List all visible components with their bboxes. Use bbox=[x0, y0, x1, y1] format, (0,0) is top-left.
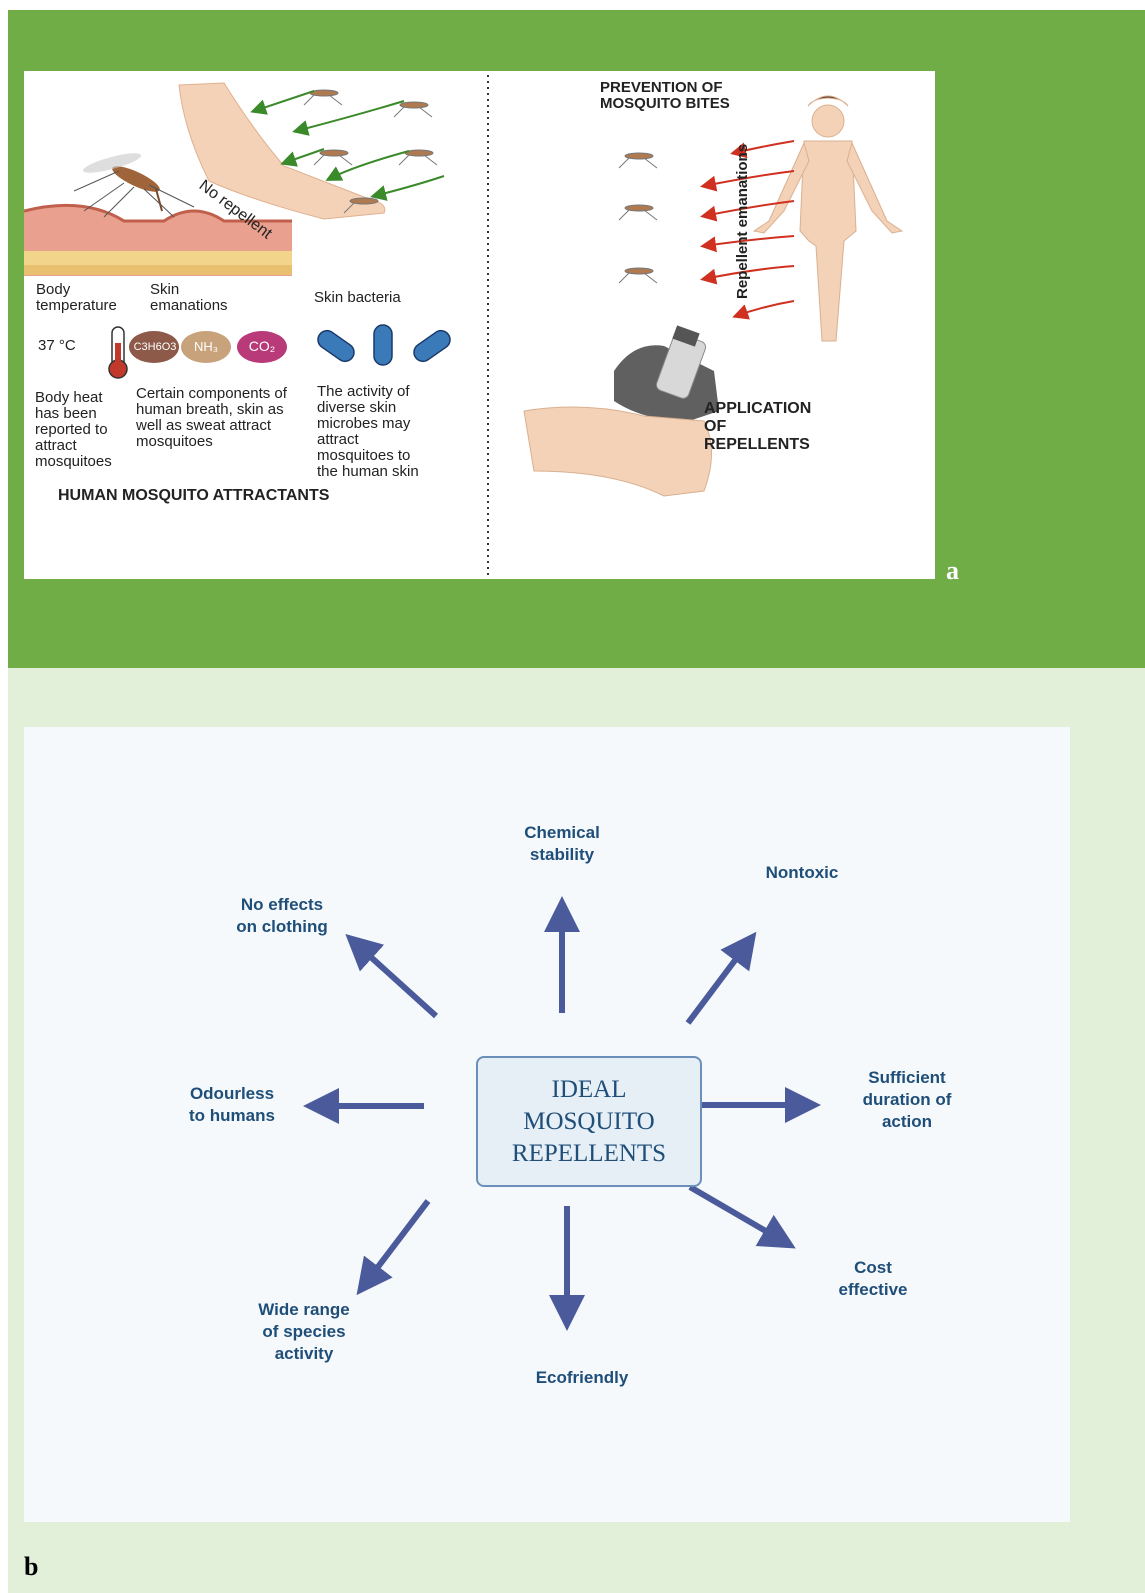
figure-a-attractants-repellents: No repellent Body temperature Skin emana… bbox=[24, 71, 935, 579]
property-no-effects-clothing: No effects on clothing bbox=[236, 895, 328, 936]
body-heat-description: Body heat has been reported to attract m… bbox=[35, 389, 112, 470]
skin-cross-section-illustration bbox=[24, 203, 292, 276]
property-cost-effective: Cost effective bbox=[838, 1258, 908, 1299]
panel-label-b: b bbox=[24, 1552, 39, 1581]
figure-b-ideal-repellents-diagram: IDEAL MOSQUITO REPELLENTS Chemical stabi… bbox=[24, 727, 1070, 1522]
human-attractants-title: HUMAN MOSQUITO ATTRACTANTS bbox=[58, 487, 330, 504]
green-attraction-arrows bbox=[250, 90, 445, 201]
arrow-to-no-effects-clothing bbox=[345, 933, 439, 1019]
property-sufficient-duration: Sufficient duration of action bbox=[862, 1068, 952, 1131]
prevention-title: PREVENTION OF MOSQUITO BITES bbox=[600, 79, 730, 112]
chemical-oval-co2 bbox=[237, 331, 287, 363]
bacteria-icons bbox=[317, 324, 451, 366]
arrow-to-cost-effective bbox=[688, 1184, 796, 1249]
skin-emanations-label: Skin emanations bbox=[150, 281, 228, 314]
chem-c3h6o3-label: C3H6O3 bbox=[133, 341, 177, 353]
panel-label-a: a bbox=[946, 556, 959, 585]
property-nontoxic: Nontoxic bbox=[765, 863, 839, 882]
body-temperature-label: Body temperature bbox=[36, 281, 117, 314]
glove-and-bottle-illustration bbox=[614, 325, 719, 421]
chem-nh3-label: NH₃ bbox=[193, 339, 219, 354]
arrow-to-wide-range bbox=[356, 1199, 431, 1296]
skin-bacteria-label: Skin bacteria bbox=[314, 289, 401, 306]
chem-co2-label: CO₂ bbox=[248, 338, 276, 354]
arm-illustration bbox=[178, 82, 386, 220]
mosquitoes-repelled bbox=[618, 152, 658, 284]
chemical-oval-nh3 bbox=[181, 331, 231, 363]
central-concept-box: IDEAL MOSQUITO REPELLENTS bbox=[476, 1056, 702, 1187]
property-odourless: Odourless to humans bbox=[189, 1084, 275, 1125]
arm-receiving-repellent-illustration bbox=[523, 406, 712, 497]
mosquito-feeding-illustration bbox=[73, 153, 195, 218]
repellent-emanations-label: Repellent emanations bbox=[734, 143, 751, 299]
human-figure-illustration bbox=[752, 95, 904, 342]
central-concept-label: IDEAL MOSQUITO REPELLENTS bbox=[511, 1075, 667, 1167]
red-repellent-arrows bbox=[700, 140, 795, 320]
thermometer-icon bbox=[108, 326, 128, 379]
arrows-layer bbox=[303, 896, 821, 1331]
chemical-oval-c3h6o3 bbox=[129, 331, 179, 363]
figure-a-illustration bbox=[24, 75, 904, 575]
property-chemical-stability: Chemical stability bbox=[524, 823, 600, 864]
property-wide-range: Wide range of species activity bbox=[258, 1300, 350, 1363]
microbe-activity-description: The activity of diverse skin microbes ma… bbox=[317, 383, 419, 480]
arrow-to-nontoxic bbox=[685, 931, 757, 1025]
temperature-value: 37 °C bbox=[38, 337, 76, 354]
application-title: APPLICATION OF REPELLENTS bbox=[704, 400, 812, 453]
skin-components-description: Certain components of human breath, skin… bbox=[136, 385, 287, 450]
property-ecofriendly: Ecofriendly bbox=[535, 1368, 629, 1387]
